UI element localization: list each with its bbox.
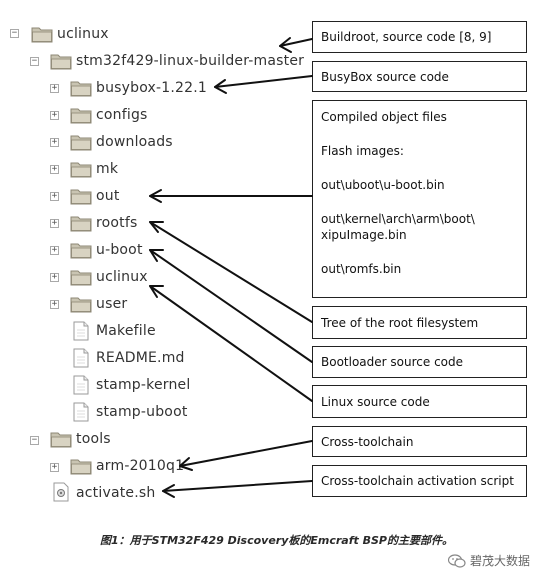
arrowhead	[162, 484, 175, 498]
tree-label-tools: tools	[76, 431, 111, 447]
folder-icon	[70, 106, 92, 124]
tree-label-child: mk	[96, 161, 119, 177]
file-icon	[73, 348, 89, 368]
tree-label-tools-child: arm-2010q1	[96, 458, 185, 474]
tree-expander-icon[interactable]: +	[50, 83, 59, 93]
folder-icon	[70, 295, 92, 313]
arrowhead	[149, 189, 162, 203]
callout-linux: Linux source code	[312, 385, 527, 418]
callout-bootloader: Bootloader source code	[312, 346, 527, 378]
folder-icon	[70, 79, 92, 97]
callout-text: Tree of the root filesystem	[321, 315, 479, 330]
folder-icon	[70, 160, 92, 178]
callout-text: out\romfs.bin	[321, 262, 402, 276]
arrow-uboot	[149, 249, 313, 363]
callout-toolchain-script: Cross-toolchain activation script	[312, 465, 527, 497]
tree-label-child: user	[96, 296, 128, 312]
tree-expander-icon[interactable]: +	[50, 137, 59, 147]
callout-tree-root: Tree of the root filesystem	[312, 306, 527, 339]
tree-label-file: Makefile	[96, 323, 156, 339]
arrowhead	[149, 285, 164, 298]
folder-icon	[31, 25, 53, 43]
tree-label-child: u-boot	[96, 242, 143, 258]
folder-icon	[70, 241, 92, 259]
folder-icon	[70, 214, 92, 232]
tree-label-project: stm32f429-linux-builder-master	[76, 53, 305, 69]
file-icon	[73, 375, 89, 395]
tree-label-file: stamp-kernel	[96, 377, 191, 393]
callout-compiled: Compiled object files Flash images: out\…	[312, 100, 527, 298]
tree-expander-icon[interactable]: +	[50, 164, 59, 174]
file-icon	[73, 321, 89, 341]
tree-label-child: uclinux	[96, 269, 148, 285]
tree-label-activate: activate.sh	[76, 485, 156, 501]
tree-label-child: downloads	[96, 134, 173, 150]
folder-icon	[70, 133, 92, 151]
callout-text: Buildroot, source code [8, 9]	[321, 30, 492, 44]
tree-label-child: busybox-1.22.1	[96, 80, 208, 96]
arrow-rootfs	[149, 221, 313, 323]
tree-expander-icon[interactable]: −	[30, 435, 39, 445]
script-file-icon	[53, 482, 69, 502]
callout-text: Cross-toolchain	[321, 434, 414, 449]
folder-icon	[70, 187, 92, 205]
callout-text: BusyBox source code	[321, 69, 449, 84]
arrow-toolchain	[179, 440, 313, 467]
tree-expander-icon[interactable]: +	[50, 462, 59, 472]
tree-expander-icon[interactable]: +	[50, 272, 59, 282]
folder-icon	[50, 52, 72, 70]
tree-expander-icon[interactable]: −	[30, 56, 39, 66]
folder-icon	[70, 268, 92, 286]
tree-expander-icon[interactable]: −	[10, 28, 19, 38]
callout-text: out\kernel\arch\arm\boot\	[321, 212, 475, 226]
arrowhead	[214, 79, 227, 94]
tree-expander-icon[interactable]: +	[50, 299, 59, 309]
callout-toolchain: Cross-toolchain	[312, 426, 527, 457]
file-icon	[73, 402, 89, 422]
tree-label-root: uclinux	[57, 26, 109, 42]
arrow-busybox	[214, 75, 313, 88]
callout-text: Bootloader source code	[321, 355, 464, 369]
callout-text: out\uboot\u-boot.bin	[321, 178, 445, 192]
tree-label-child: out	[96, 188, 120, 204]
wechat-icon	[448, 553, 466, 568]
callout-text: Linux source code	[321, 394, 430, 409]
callout-buildroot: Buildroot, source code [8, 9]	[312, 21, 527, 53]
arrow-buildroot	[279, 38, 313, 47]
tree-label-file: stamp-uboot	[96, 404, 188, 420]
folder-icon	[70, 457, 92, 475]
tree-label-file: README.md	[96, 350, 185, 366]
tree-expander-icon[interactable]: +	[50, 110, 59, 120]
arrowhead	[149, 249, 164, 262]
callout-text: Cross-toolchain activation script	[321, 474, 514, 488]
watermark: 碧茂大数据	[448, 552, 530, 569]
callout-text: xipuImage.bin	[321, 228, 407, 242]
watermark-text: 碧茂大数据	[470, 554, 531, 568]
tree-expander-icon[interactable]: +	[50, 191, 59, 201]
tree-expander-icon[interactable]: +	[50, 245, 59, 255]
callout-text: Flash images:	[321, 144, 404, 158]
callout-text: Compiled object files	[321, 110, 447, 124]
arrowhead	[149, 221, 164, 233]
figure-caption: 图1：用于STM32F429 Discovery板的Emcraft BSP的主要…	[100, 534, 453, 547]
arrow-activate	[162, 480, 313, 492]
tree-label-child: rootfs	[96, 215, 138, 231]
arrowhead	[279, 37, 292, 53]
tree-label-child: configs	[96, 107, 148, 123]
tree-expander-icon[interactable]: +	[50, 218, 59, 228]
callout-busybox: BusyBox source code	[312, 61, 527, 92]
folder-icon	[50, 430, 72, 448]
